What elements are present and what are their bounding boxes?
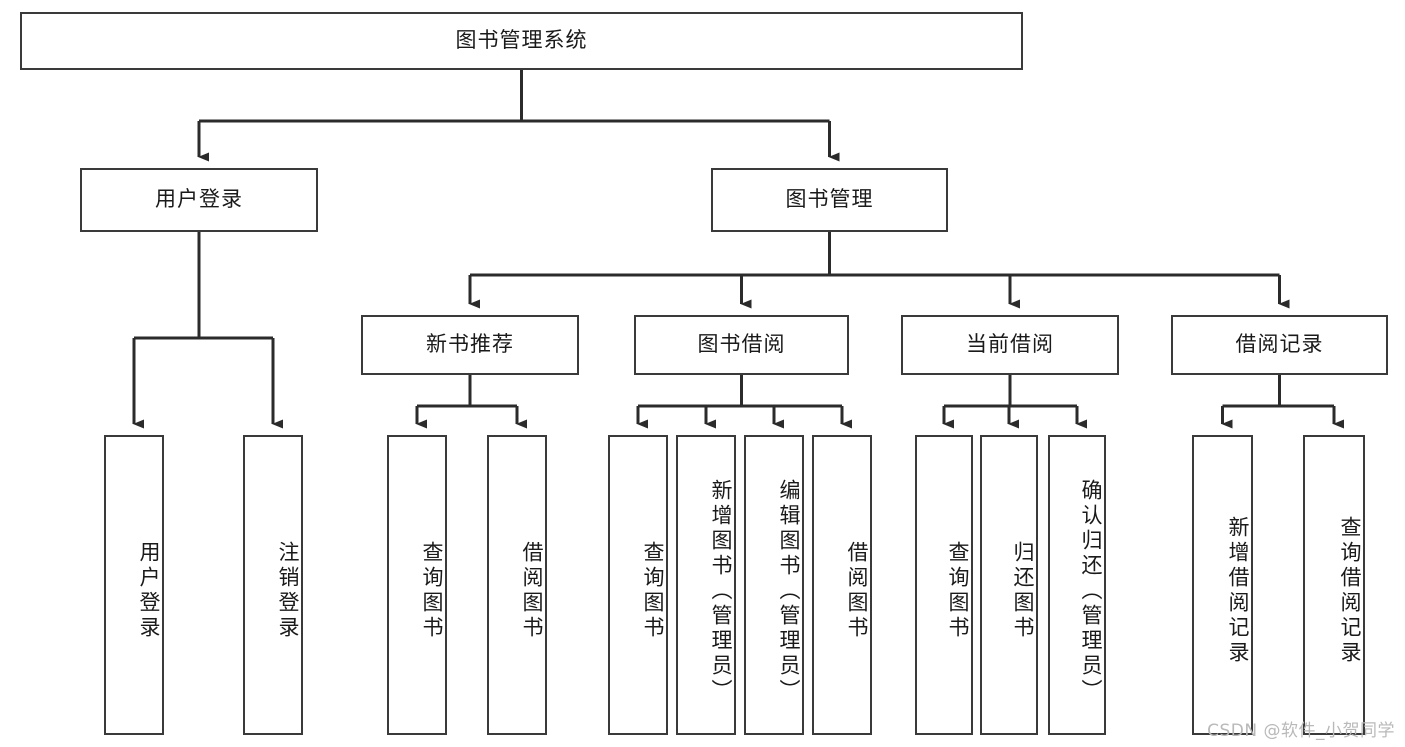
node-root[interactable]: 图书管理系统 xyxy=(20,12,1023,70)
node-label: 图书管理 xyxy=(785,187,874,212)
node-label: 查询图书 xyxy=(420,541,444,641)
node-leaf-borrow-book-rec[interactable]: 借阅图书 xyxy=(487,435,547,735)
node-new-book-recommend[interactable]: 新书推荐 xyxy=(361,315,579,375)
node-borrow-record[interactable]: 借阅记录 xyxy=(1171,315,1388,375)
node-label: 查询借阅记录 xyxy=(1338,516,1362,666)
node-leaf-add-borrow-record[interactable]: 新增借阅记录 xyxy=(1192,435,1253,735)
node-leaf-query-book-borrow[interactable]: 查询图书 xyxy=(608,435,668,735)
node-leaf-return-book[interactable]: 归还图书 xyxy=(980,435,1038,735)
node-leaf-confirm-return-admin[interactable]: 确认归还（管理员） xyxy=(1048,435,1106,735)
node-label: 当前借阅 xyxy=(966,332,1054,357)
node-user-login[interactable]: 用户登录 xyxy=(80,168,318,232)
node-leaf-logout[interactable]: 注销登录 xyxy=(243,435,303,735)
node-label: 借阅图书 xyxy=(520,541,544,641)
node-label: 新书推荐 xyxy=(426,332,514,357)
node-leaf-edit-book-admin[interactable]: 编辑图书（管理员） xyxy=(744,435,804,735)
watermark-label: CSDN @软件_小贺同学 xyxy=(1207,721,1395,741)
node-label: 新增借阅记录 xyxy=(1226,516,1250,666)
node-label: 图书借阅 xyxy=(697,332,786,357)
node-label: 编辑图书（管理员） xyxy=(777,478,801,704)
node-label: 查询图书 xyxy=(946,541,970,641)
node-label: 借阅记录 xyxy=(1235,332,1324,357)
node-leaf-query-book-rec[interactable]: 查询图书 xyxy=(387,435,447,735)
node-label: 借阅图书 xyxy=(845,541,869,641)
node-label: 确认归还（管理员） xyxy=(1079,478,1103,704)
node-leaf-user-login[interactable]: 用户登录 xyxy=(104,435,164,735)
node-label: 用户登录 xyxy=(137,541,161,641)
node-label: 图书管理系统 xyxy=(455,28,588,53)
node-current-borrow[interactable]: 当前借阅 xyxy=(901,315,1119,375)
node-label: 归还图书 xyxy=(1011,541,1035,641)
node-book-management[interactable]: 图书管理 xyxy=(711,168,948,232)
node-leaf-query-book-current[interactable]: 查询图书 xyxy=(915,435,973,735)
node-leaf-add-book-admin[interactable]: 新增图书（管理员） xyxy=(676,435,736,735)
node-label: 新增图书（管理员） xyxy=(709,478,733,704)
node-leaf-query-borrow-record[interactable]: 查询借阅记录 xyxy=(1303,435,1365,735)
node-label: 查询图书 xyxy=(641,541,665,641)
node-label: 用户登录 xyxy=(155,187,243,212)
node-leaf-borrow-book[interactable]: 借阅图书 xyxy=(812,435,872,735)
node-label: 注销登录 xyxy=(276,541,300,641)
node-book-borrow[interactable]: 图书借阅 xyxy=(634,315,849,375)
